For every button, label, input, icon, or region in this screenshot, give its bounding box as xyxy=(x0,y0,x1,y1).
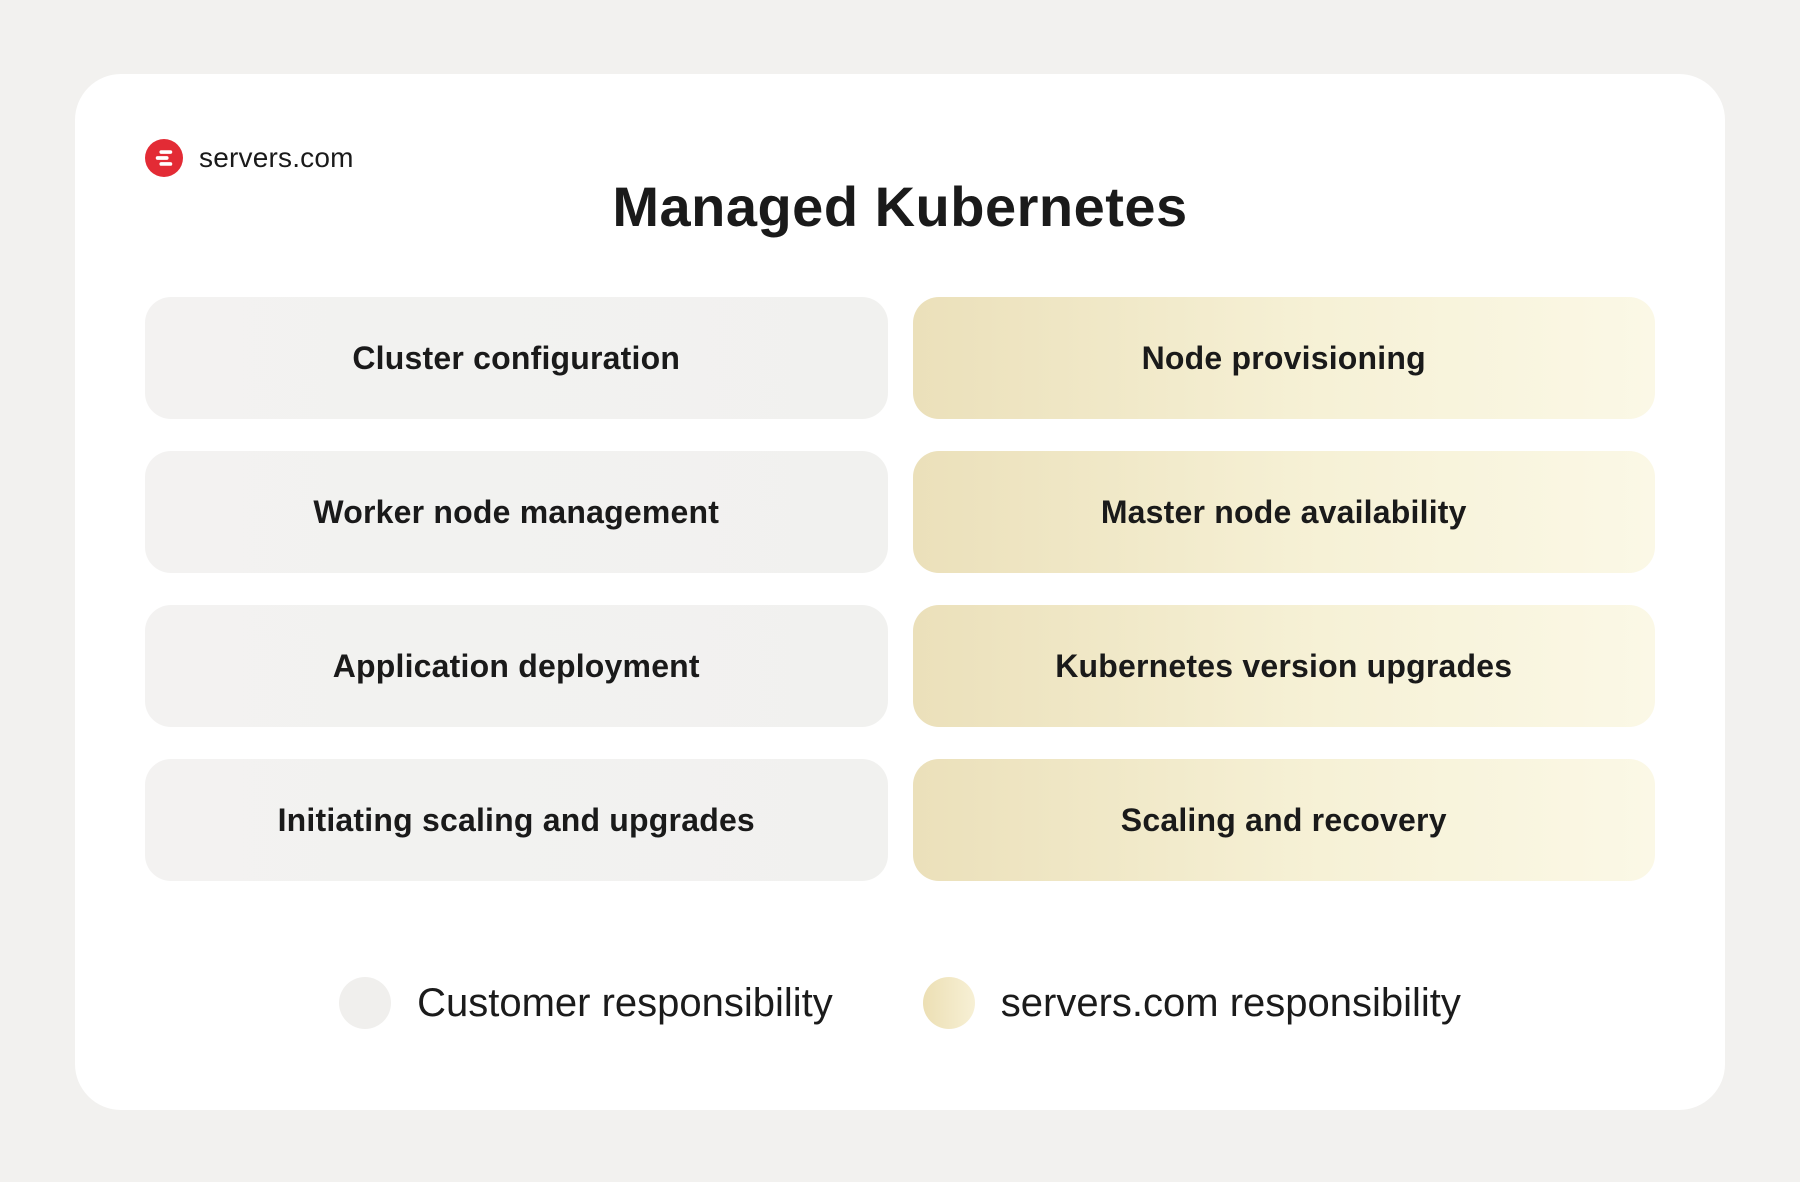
legend-item-provider: servers.com responsibility xyxy=(922,977,1461,1029)
provider-item: Master node availability xyxy=(912,451,1655,573)
legend: Customer responsibility servers.com resp… xyxy=(145,977,1655,1029)
legend-item-customer: Customer responsibility xyxy=(339,977,833,1029)
customer-item: Application deployment xyxy=(145,605,888,727)
page-title: Managed Kubernetes xyxy=(612,175,1188,238)
content-card: servers.com Managed Kubernetes Cluster c… xyxy=(75,74,1725,1110)
servers-logo-icon xyxy=(145,139,183,177)
customer-item: Initiating scaling and upgrades xyxy=(145,759,888,881)
legend-label: Customer responsibility xyxy=(417,980,833,1025)
provider-item: Scaling and recovery xyxy=(912,759,1655,881)
customer-legend-dot xyxy=(339,977,392,1029)
customer-item: Worker node management xyxy=(145,451,888,573)
customer-item: Cluster configuration xyxy=(145,297,888,419)
legend-label: servers.com responsibility xyxy=(1000,980,1461,1025)
brand-name: servers.com xyxy=(199,142,354,173)
responsibility-grid: Cluster configuration Node provisioning … xyxy=(145,297,1655,881)
provider-legend-dot xyxy=(922,977,975,1029)
provider-item: Kubernetes version upgrades xyxy=(912,605,1655,727)
brand-header: servers.com xyxy=(145,136,1655,180)
provider-item: Node provisioning xyxy=(912,297,1655,419)
